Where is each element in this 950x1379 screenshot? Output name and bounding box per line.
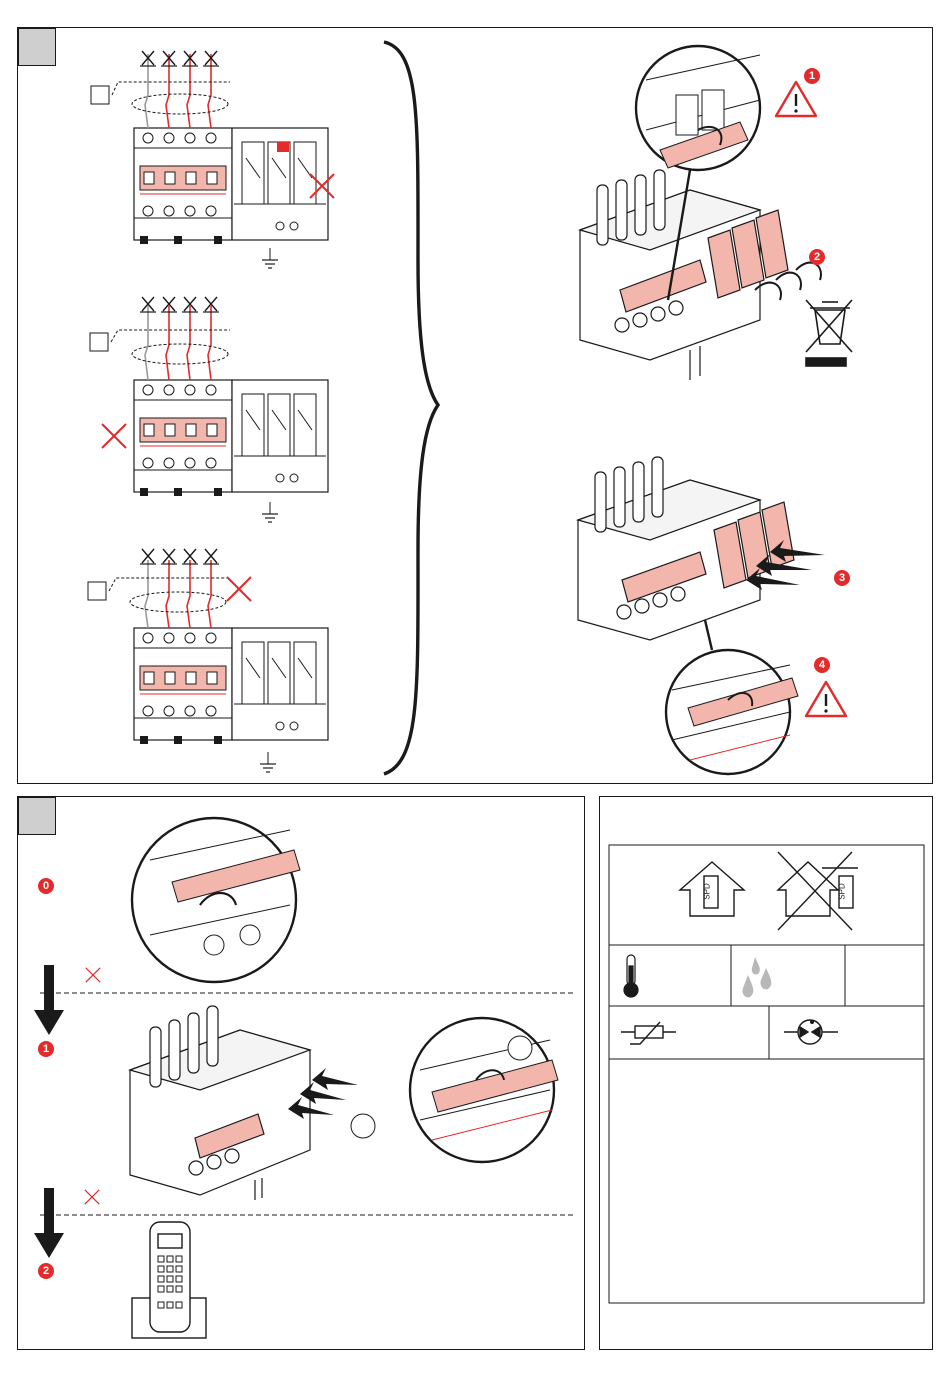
schematic-1 [134,128,328,244]
brace [384,42,438,774]
varistor-icon [621,1022,676,1044]
test-zoom-1 [410,1018,558,1162]
badge-replace-1: 1 [804,68,820,84]
schematic-2 [134,380,328,496]
test-zoom-0 [132,818,300,982]
indoor-spd-label: SPD [703,883,712,899]
spark-gap-icon [784,1020,838,1044]
droplets-icon [742,957,771,997]
schematic-3 [134,628,328,744]
down-arrow-2 [34,1188,64,1258]
schematic-1-wires [145,54,211,128]
no-bin-icon [806,300,852,366]
badge-replace-4: 4 [814,657,830,673]
badge-replace-2: 2 [809,249,825,265]
badge-test-1: 1 [38,1041,54,1057]
test-assembly [130,1006,310,1200]
checkbox-1 [91,86,109,104]
thermometer-icon [624,955,638,997]
badge-test-2: 2 [38,1263,54,1279]
down-arrow-1 [34,965,64,1035]
badge-test-0: 0 [38,878,54,894]
replace-assembly-2 [578,457,794,640]
conditions-grid [609,845,924,1303]
phone-icon [132,1222,206,1338]
badge-replace-3: 3 [834,570,850,586]
outdoor-spd-label: SPD [838,883,847,899]
house-icon [680,862,744,916]
zoom-callout-2 [666,620,798,774]
